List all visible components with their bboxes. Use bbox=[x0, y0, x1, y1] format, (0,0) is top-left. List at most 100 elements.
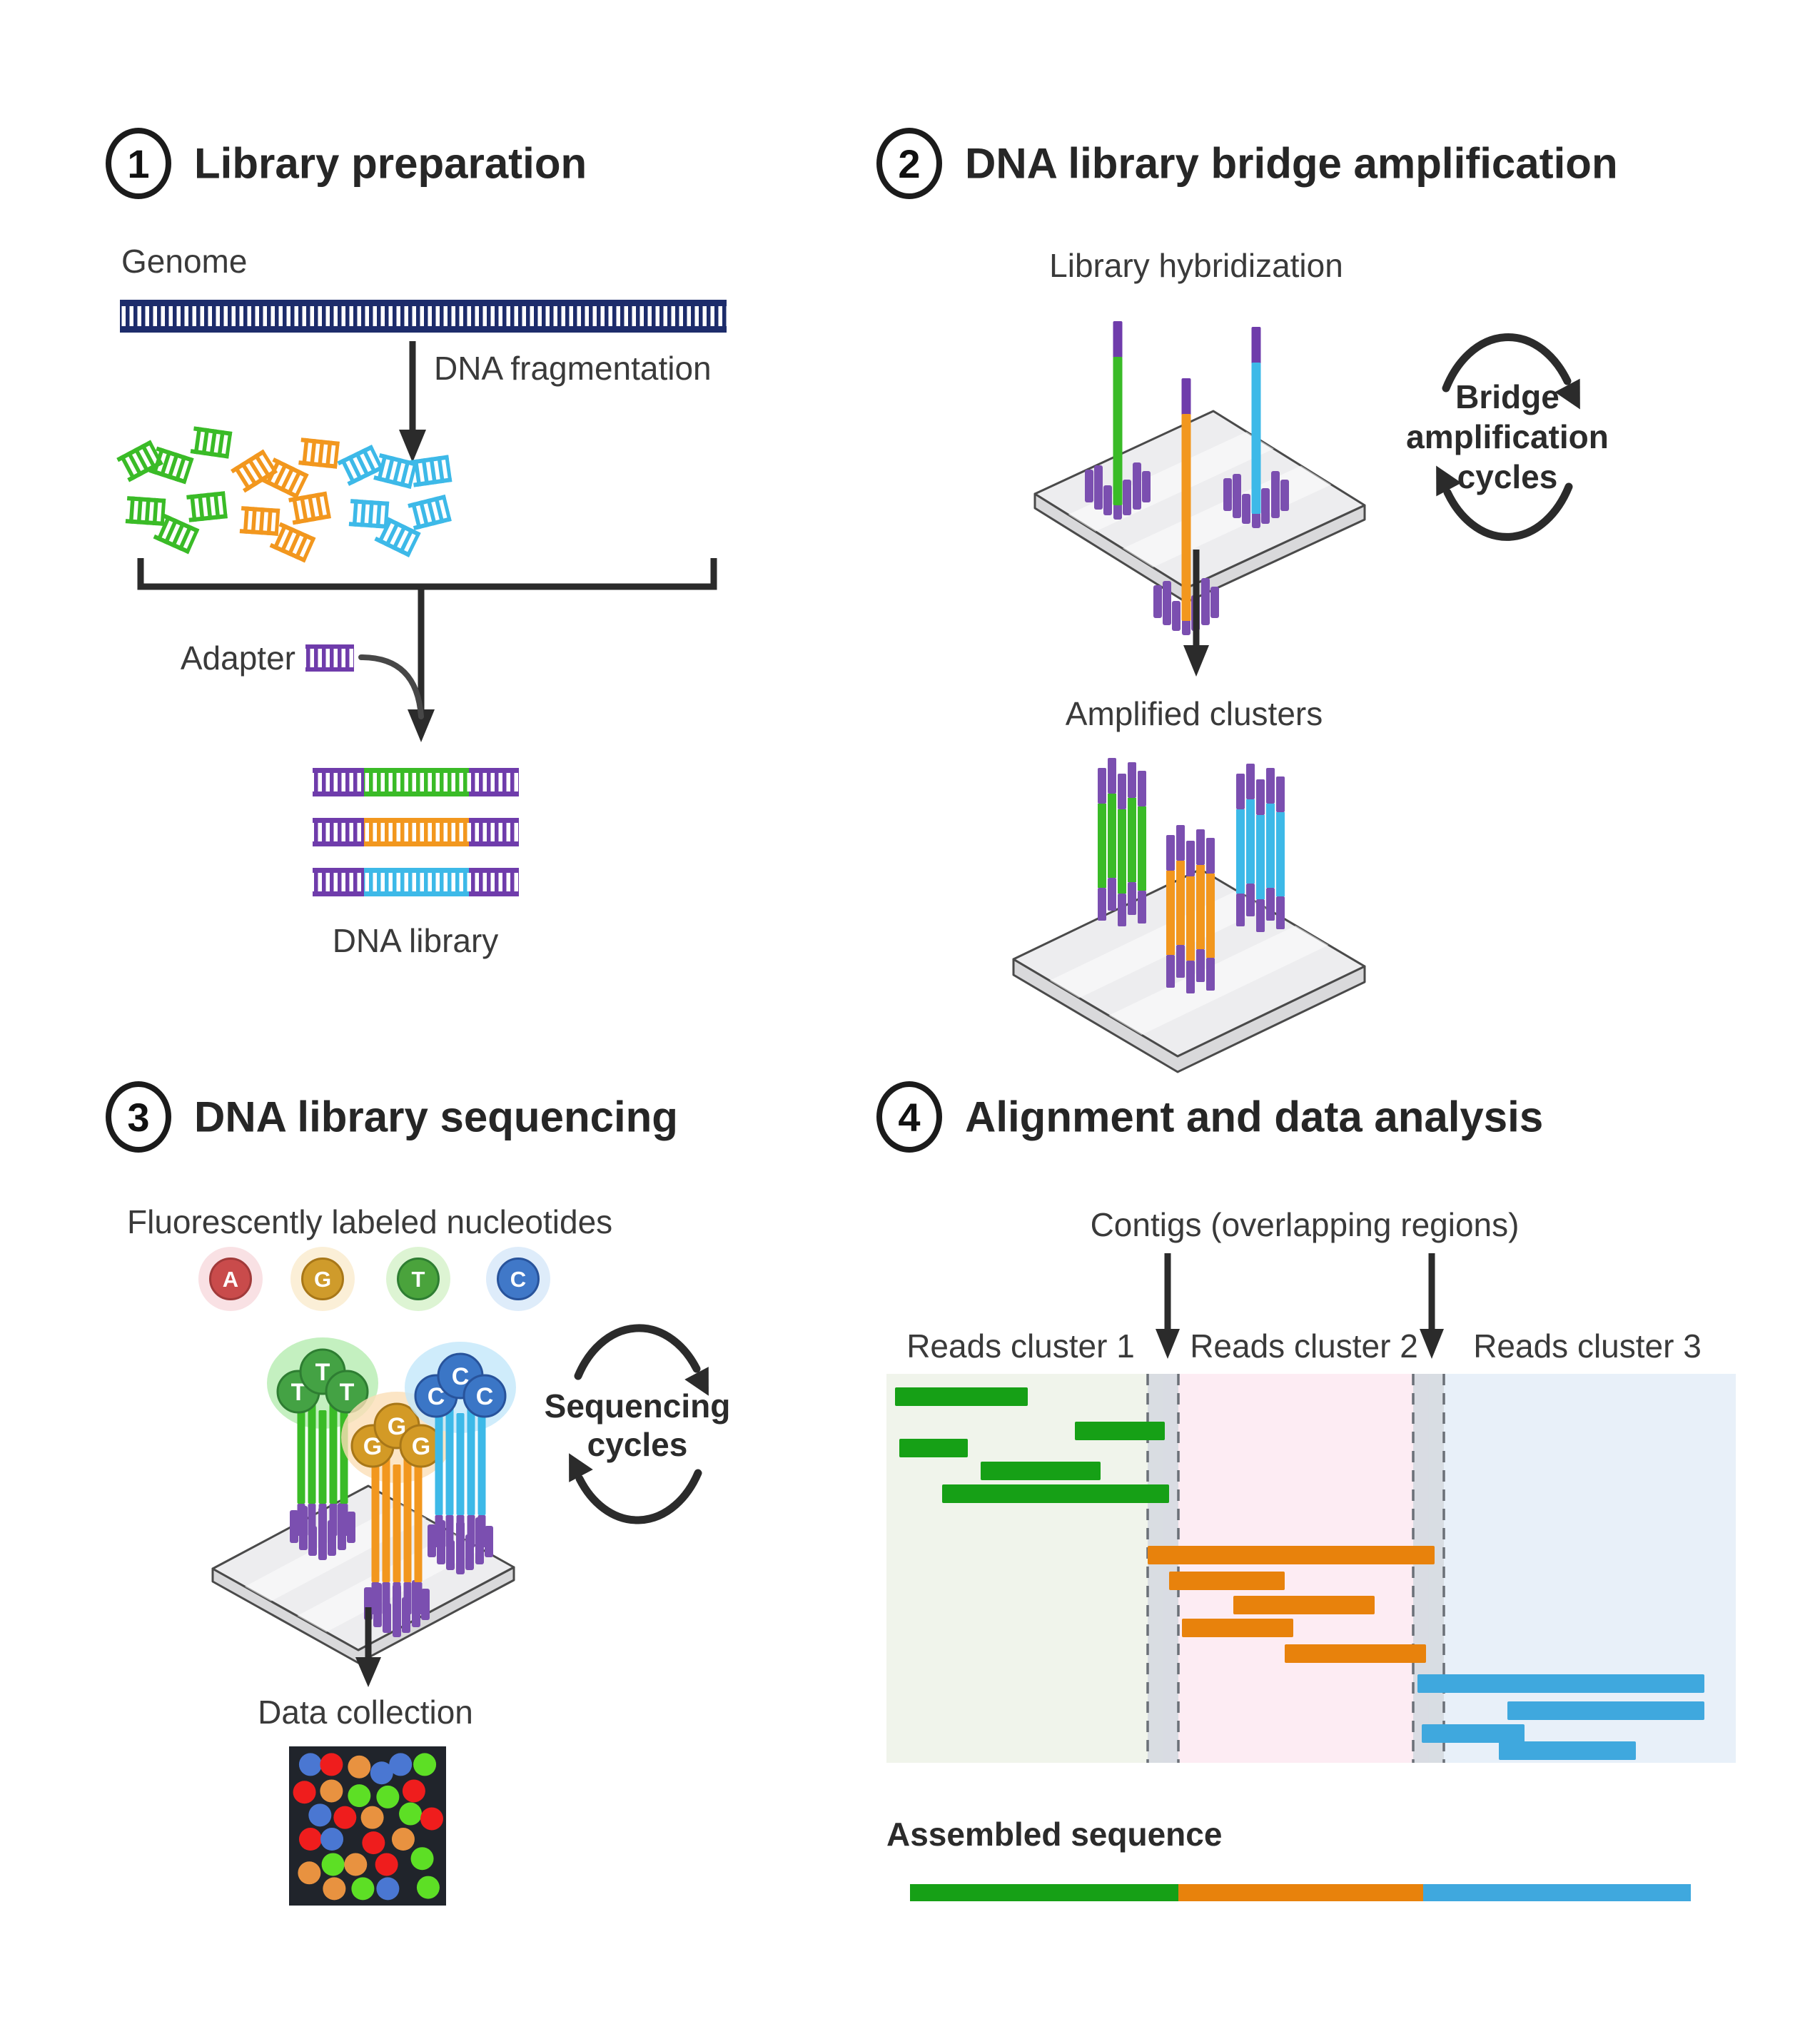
amplified-clusters-label: Amplified clusters bbox=[1065, 695, 1323, 732]
fluorescence-dot bbox=[416, 1876, 440, 1899]
dna-fragment bbox=[373, 453, 418, 489]
dna-fragment bbox=[190, 426, 233, 459]
read-bar bbox=[895, 1387, 1028, 1406]
fluorescence-dot bbox=[375, 1853, 398, 1876]
bridge-cycle-line-2: amplification bbox=[1406, 418, 1609, 455]
fluorescence-dot bbox=[410, 1847, 434, 1871]
panel-4-title: Alignment and data analysis bbox=[965, 1093, 1544, 1141]
assembled-sequence-bar bbox=[910, 1884, 1691, 1901]
read-bar bbox=[981, 1462, 1101, 1480]
reads-cluster-1-label: Reads cluster 1 bbox=[906, 1327, 1135, 1365]
fluorescent-nucleotides-label: Fluorescently labeled nucleotides bbox=[127, 1203, 613, 1240]
fluorescence-dot bbox=[420, 1807, 443, 1831]
dna-fragment bbox=[148, 446, 194, 485]
step-3-number: 3 bbox=[127, 1094, 150, 1140]
dna-fragment bbox=[262, 457, 309, 499]
fluorescence-dot bbox=[321, 1853, 345, 1876]
contig-arrow-2-icon bbox=[1420, 1253, 1444, 1359]
sequencing-cycle-arrows-icon bbox=[569, 1324, 709, 1524]
cluster-2-region bbox=[1163, 1374, 1429, 1763]
dna-fragment bbox=[337, 445, 384, 486]
adapter-chip bbox=[305, 644, 354, 672]
dna-fragment bbox=[348, 499, 390, 529]
flow-cell-surface bbox=[1033, 410, 1366, 590]
contigs-label: Contigs (overlapping regions) bbox=[1090, 1206, 1520, 1243]
fluorescence-dot bbox=[323, 1877, 346, 1901]
hybridized-library-strand bbox=[1181, 378, 1191, 621]
dna-ladder bbox=[364, 768, 469, 796]
dna-ladder bbox=[148, 446, 194, 485]
fluorescence-dot bbox=[351, 1877, 375, 1901]
amplified-cluster-strands-icon bbox=[1098, 758, 1285, 993]
hybridized-library-strand bbox=[1251, 327, 1261, 514]
bridge-cycle-line-3: cycles bbox=[1457, 458, 1558, 495]
fluorescence-dot bbox=[413, 1753, 437, 1776]
sequencing-cycle-line-1: Sequencing bbox=[544, 1387, 731, 1425]
fluorescence-dot bbox=[389, 1753, 413, 1776]
fluorescence-dot bbox=[376, 1877, 400, 1901]
dna-ladder bbox=[153, 513, 200, 555]
fluorescence-dot bbox=[298, 1753, 322, 1776]
assembled-segment bbox=[1178, 1884, 1423, 1901]
fluorescence-dot bbox=[399, 1802, 423, 1826]
dna-library-bars-icon bbox=[313, 768, 519, 896]
dna-ladder bbox=[288, 491, 331, 525]
dna-ladder bbox=[373, 453, 418, 489]
legend-ball bbox=[209, 1258, 252, 1300]
amplified-cluster bbox=[1098, 758, 1146, 926]
reads-cluster-3-label: Reads cluster 3 bbox=[1473, 1327, 1702, 1365]
dna-ladder bbox=[125, 496, 166, 526]
dna-ladder bbox=[364, 868, 469, 896]
dna-ladder bbox=[337, 445, 384, 486]
fluorescence-dot bbox=[298, 1861, 321, 1885]
fluorescence-dot bbox=[298, 1828, 322, 1851]
fluorescence-dot bbox=[320, 1753, 343, 1776]
panel-3-title: DNA library sequencing bbox=[194, 1093, 678, 1141]
nucleotide-ball-letter: C bbox=[476, 1383, 494, 1410]
dna-fragment bbox=[125, 496, 166, 526]
fluorescence-dot bbox=[348, 1755, 371, 1779]
adapter-label: Adapter bbox=[180, 639, 295, 677]
contig-arrow-1-icon bbox=[1156, 1253, 1180, 1359]
bridge-cycle-arrows-icon bbox=[1436, 333, 1580, 541]
genome-dna-bar-icon bbox=[120, 300, 727, 333]
hybridized-library-strand bbox=[1113, 321, 1123, 505]
nucleotide-ball bbox=[325, 1370, 369, 1414]
legend-nucleotide: A bbox=[198, 1247, 263, 1311]
legend-letter: C bbox=[510, 1267, 526, 1292]
adapter-connector-icon bbox=[358, 654, 424, 719]
genome-label: Genome bbox=[121, 243, 248, 280]
flow-cell-stripe bbox=[1108, 925, 1329, 1036]
read-bar bbox=[899, 1439, 968, 1457]
dna-fragment bbox=[186, 491, 228, 522]
fluorescence-dot bbox=[344, 1853, 368, 1876]
dna-ladder bbox=[262, 457, 309, 499]
legend-letter: T bbox=[412, 1267, 425, 1292]
nucleotide-ball-letter: T bbox=[340, 1379, 355, 1406]
step-2-number: 2 bbox=[898, 141, 921, 186]
dna-ladder bbox=[190, 426, 233, 459]
read-bar bbox=[1075, 1422, 1165, 1440]
library-fragment-bar bbox=[313, 768, 519, 796]
amplified-cluster bbox=[1236, 764, 1285, 932]
collection-bracket-icon bbox=[137, 558, 717, 742]
read-bar bbox=[1499, 1741, 1636, 1760]
legend-ball bbox=[301, 1258, 344, 1300]
read-bar bbox=[1182, 1619, 1293, 1637]
dna-fragment bbox=[288, 491, 331, 525]
adapter-ladder-icon bbox=[305, 644, 354, 672]
cluster-3-region bbox=[1428, 1374, 1736, 1763]
fluorescence-dot bbox=[376, 1785, 400, 1808]
dna-ladder bbox=[348, 499, 390, 529]
step-3-badge: 3 bbox=[106, 1081, 171, 1153]
dna-fragment bbox=[374, 516, 421, 557]
dna-fragment bbox=[298, 437, 340, 469]
dna-ladder bbox=[374, 516, 421, 557]
read-bar bbox=[1417, 1674, 1704, 1693]
nucleotide-ball-letter: G bbox=[412, 1433, 430, 1460]
step-2-badge: 2 bbox=[876, 128, 942, 199]
